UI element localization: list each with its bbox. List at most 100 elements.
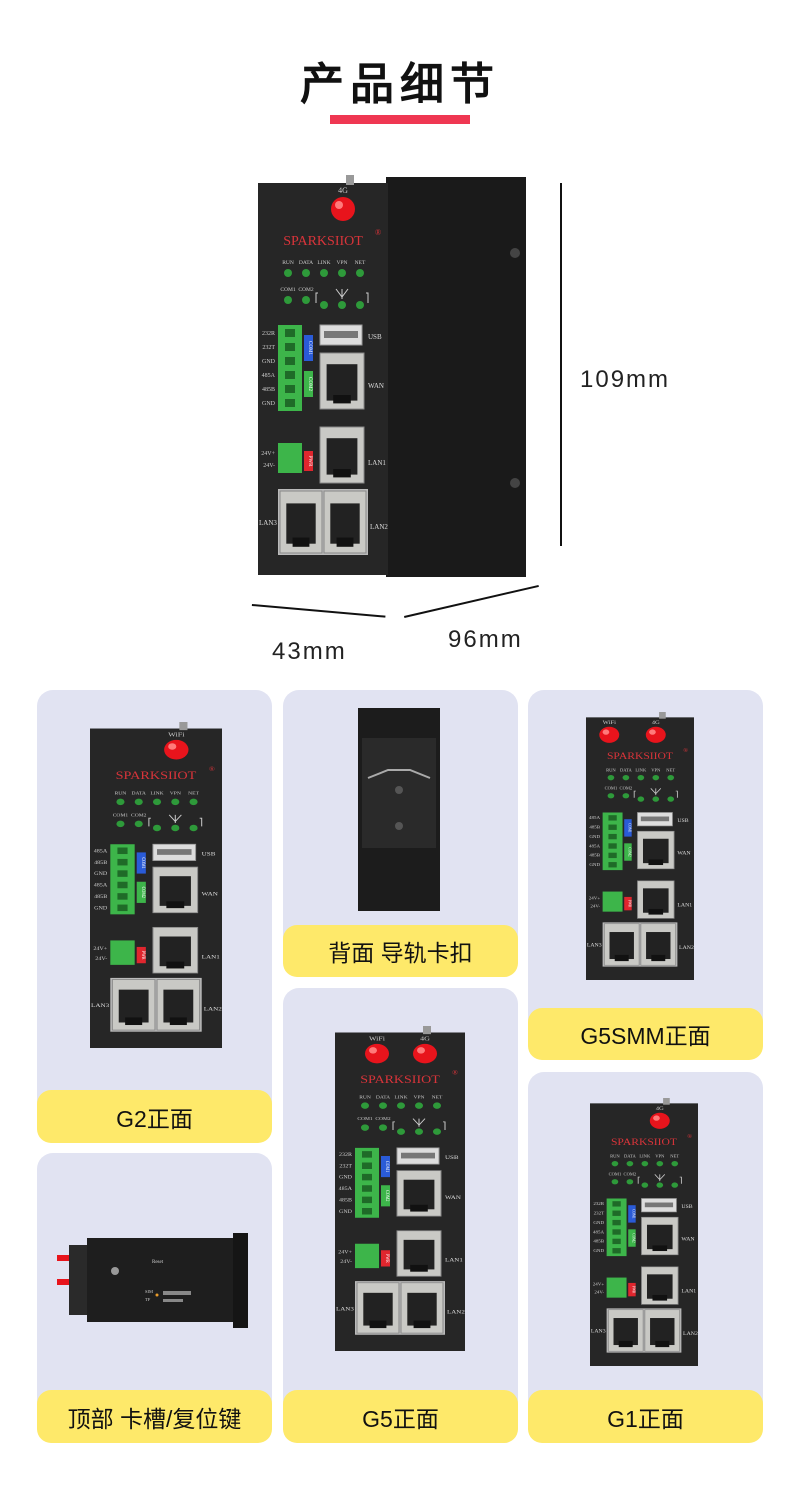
led-label: DATA xyxy=(624,1154,636,1158)
terminal-label: 232T xyxy=(594,1211,605,1215)
led-icon xyxy=(611,1160,619,1167)
terminal-screw xyxy=(612,1248,621,1254)
led-label: VPN xyxy=(414,1096,425,1100)
registered-mark: ® xyxy=(687,1134,693,1140)
registered-mark: ® xyxy=(452,1069,459,1076)
led-icon xyxy=(356,301,364,309)
led-icon xyxy=(652,796,660,802)
lan2-label: LAN2 xyxy=(370,523,388,531)
led-icon xyxy=(622,793,630,799)
led-label: COM2 xyxy=(298,287,314,293)
led-icon xyxy=(622,774,630,781)
sim-slot xyxy=(163,1291,191,1295)
led-label: LINK xyxy=(394,1096,408,1100)
device-side-panel xyxy=(386,177,526,577)
led-icon xyxy=(607,793,615,799)
led-icon xyxy=(152,798,162,806)
terminal-screw xyxy=(362,1196,372,1204)
led-icon xyxy=(671,1160,679,1167)
usb-slot xyxy=(324,331,358,338)
terminal-screw xyxy=(362,1151,372,1158)
led-icon xyxy=(320,269,328,277)
brand-logo: SPARKSIIOT xyxy=(611,1138,678,1148)
lan2-label: LAN2 xyxy=(204,1006,222,1012)
serial-terminal-block xyxy=(355,1147,379,1218)
pwr-label: PWR xyxy=(631,1286,635,1294)
terminal-screw xyxy=(285,385,295,393)
antenna-label: WiFi xyxy=(168,730,184,738)
wan-label: WAN xyxy=(368,382,384,390)
led-icon xyxy=(667,796,675,802)
power-label: 24V+ xyxy=(589,896,601,900)
wan-port xyxy=(152,866,199,914)
terminal-screw xyxy=(608,852,617,859)
com2-tag xyxy=(381,1185,390,1207)
antenna-icon xyxy=(164,739,189,760)
lan1-label: LAN1 xyxy=(681,1289,696,1294)
led-icon xyxy=(116,820,125,828)
lan3-label: LAN3 xyxy=(91,1003,109,1009)
usb-slot xyxy=(401,1152,435,1159)
antenna-icon xyxy=(57,1255,69,1261)
card-label: 顶部 卡槽/复位键 xyxy=(37,1390,272,1443)
com2-tag xyxy=(304,371,313,397)
usb-label: USB xyxy=(681,1204,693,1209)
usb-label: USB xyxy=(677,818,689,823)
terminal-label: 485B xyxy=(262,387,275,393)
led-label: COM1 xyxy=(357,1118,373,1122)
com1-tag xyxy=(136,852,146,874)
serial-terminal-block xyxy=(602,812,623,871)
lan3-port xyxy=(111,979,156,1031)
terminal-screw xyxy=(612,1219,621,1226)
com2-label: COM2 xyxy=(627,847,631,856)
terminal-screw xyxy=(285,371,295,379)
terminal-screw xyxy=(612,1238,621,1245)
led-icon xyxy=(641,1182,649,1188)
led-icon xyxy=(397,1128,405,1135)
lan2-port xyxy=(400,1282,444,1334)
terminal-screw xyxy=(362,1185,372,1192)
terminal-screw xyxy=(362,1208,372,1215)
led-icon xyxy=(415,1102,423,1109)
terminal-label: GND xyxy=(593,1220,605,1224)
led-icon xyxy=(637,774,645,781)
com1-tag xyxy=(381,1156,390,1178)
antenna-label: 4G xyxy=(656,1107,665,1112)
led-icon xyxy=(611,1179,619,1185)
ground-screw-icon xyxy=(346,175,354,185)
led-icon xyxy=(626,1160,634,1167)
card-label: 背面 导轨卡扣 xyxy=(283,925,518,977)
terminal-label: 485B xyxy=(339,1198,352,1203)
brand-logo: SPARKSIIOT xyxy=(607,752,674,762)
ground-screw-icon xyxy=(179,722,188,731)
terminal-label: 485A xyxy=(339,1187,352,1192)
antenna-highlight xyxy=(602,729,610,735)
rail-clip-edge xyxy=(233,1233,248,1328)
brand-logo: SPARKSIIOT xyxy=(283,234,363,249)
antenna-highlight xyxy=(649,729,656,735)
power-label: 24V+ xyxy=(338,1250,352,1255)
back-rail-image xyxy=(358,708,440,911)
terminal-screw xyxy=(285,357,295,365)
led-label: VPN xyxy=(655,1154,664,1158)
led-icon xyxy=(433,1102,441,1109)
lan3-label: LAN3 xyxy=(587,943,602,948)
wan-port xyxy=(319,352,365,410)
usb-slot xyxy=(644,1202,674,1208)
led-label: NET xyxy=(432,1096,443,1100)
terminal-label: GND xyxy=(339,1209,352,1214)
reset-label: Reset xyxy=(152,1260,164,1265)
lan2-port xyxy=(156,979,201,1031)
led-icon xyxy=(189,824,198,832)
led-label: VPN xyxy=(651,768,660,772)
title-underline xyxy=(330,115,470,124)
terminal-screw xyxy=(117,870,128,877)
pwr-label: PWR xyxy=(385,1254,390,1264)
led-icon xyxy=(379,1102,387,1109)
terminal-label: 485B xyxy=(593,1239,604,1243)
led-label: DATA xyxy=(299,260,313,266)
lan1-label: LAN1 xyxy=(202,954,220,960)
lan1-port xyxy=(396,1230,442,1277)
